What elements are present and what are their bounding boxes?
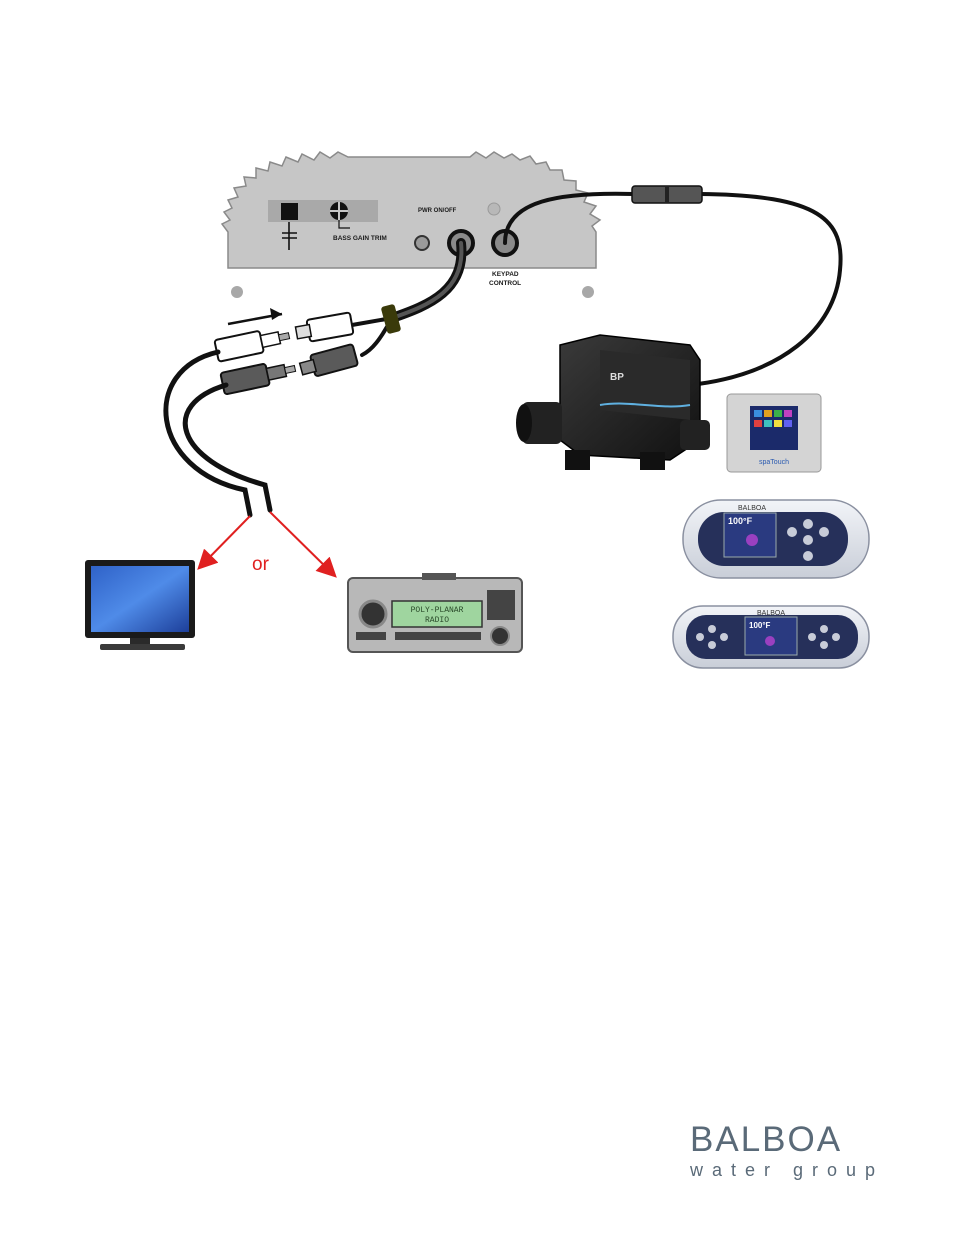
mounting-screw-icon [488, 203, 500, 215]
stereo-volume-knob [360, 601, 386, 627]
panel-large-brand: BALBOA [738, 505, 766, 512]
spatouch-brand: spaTouch [759, 459, 789, 466]
keypad-label-line2: CONTROL [489, 280, 521, 287]
mount-hole-left [231, 286, 243, 298]
power-label: PWR ON/OFF [418, 208, 457, 214]
stereo-tune-knob [491, 627, 509, 645]
mount-hole-right [582, 286, 594, 298]
or-label: or [252, 554, 270, 575]
panel-large-temperature: 100°F [728, 516, 753, 526]
panel-small-brand: BALBOA [757, 610, 785, 617]
keypad-label-line1: KEYPAD [492, 271, 519, 278]
tv-icon [85, 560, 195, 650]
wiring-diagram: BASS GAIN TRIM PWR ON/OFF KEYPAD CONTROL [0, 0, 954, 700]
stereo-display-line2: RADIO [425, 616, 449, 625]
logo-tagline: water group [690, 1160, 884, 1180]
spatouch-panel: spaTouch [727, 394, 821, 472]
power-switch[interactable] [415, 236, 429, 250]
bass-trim-label: BASS GAIN TRIM [333, 235, 387, 242]
topside-panel-large: BALBOA 100°F [683, 500, 869, 578]
topside-panel-small: BALBOA 100°F [673, 606, 869, 668]
panel-small-temperature: 100°F [749, 621, 771, 630]
logo-name: BALBOA [690, 1122, 842, 1158]
balboa-logo: BALBOA water group [690, 1122, 900, 1182]
stereo-display-line1: POLY-PLANAR [411, 606, 464, 615]
stereo-icon: POLY-PLANAR RADIO [348, 573, 522, 652]
spa-pack-badge: BP [610, 372, 624, 383]
dc-switch[interactable] [281, 203, 298, 220]
